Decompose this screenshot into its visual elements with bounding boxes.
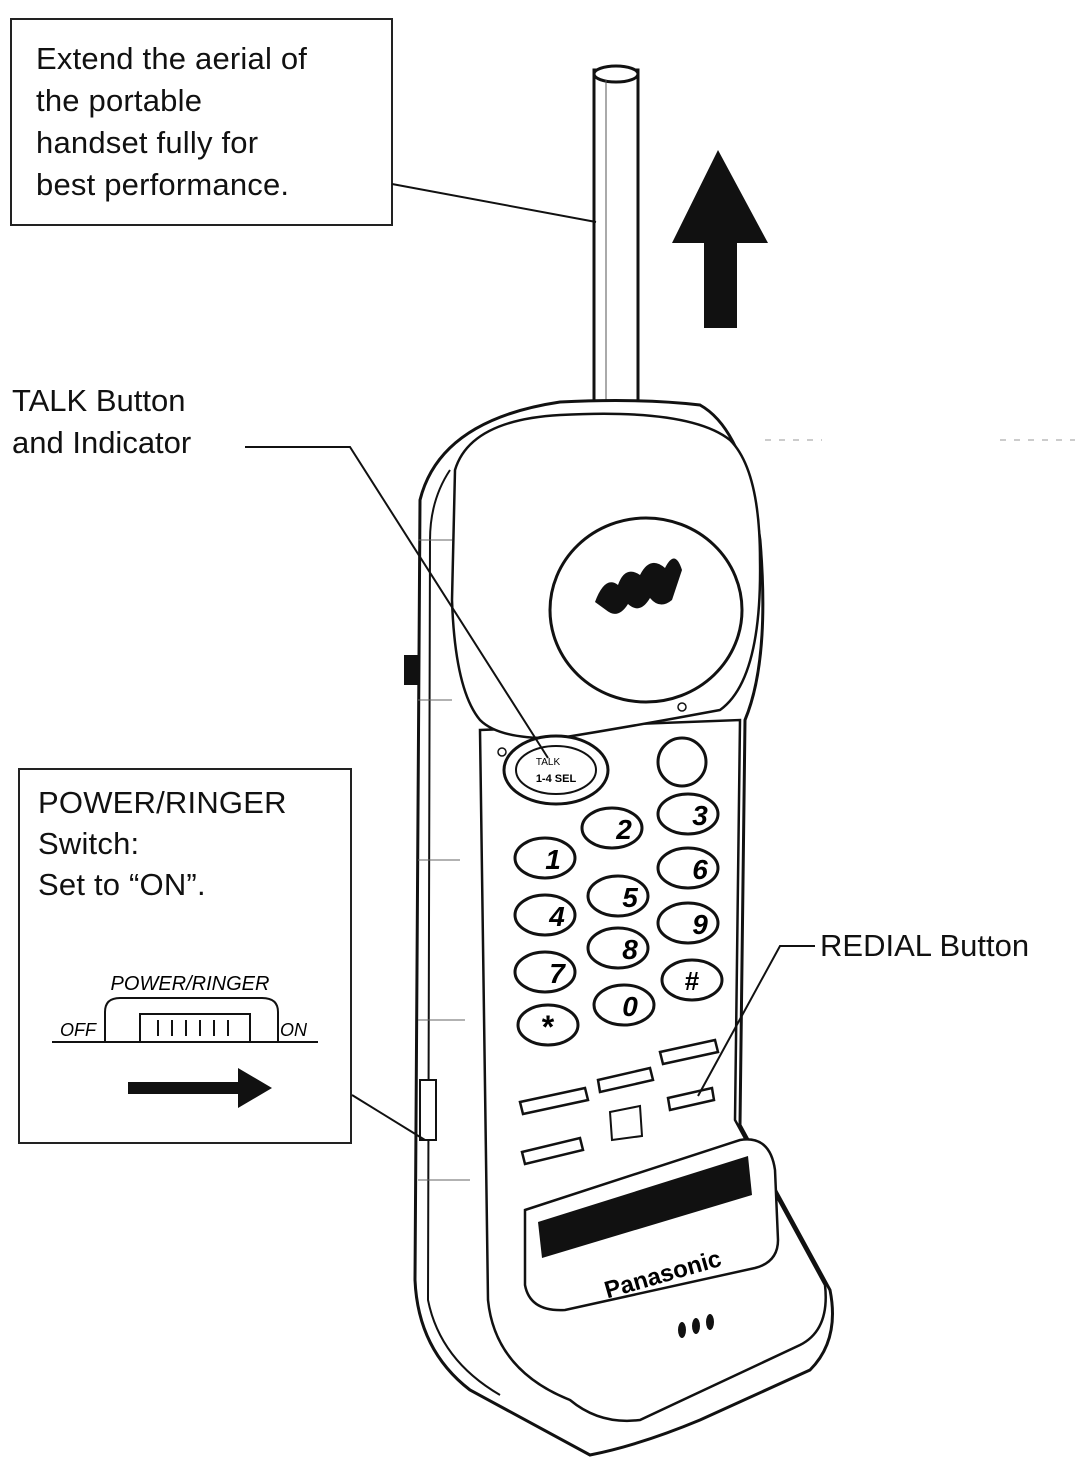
flash-button[interactable] — [520, 1136, 585, 1166]
power-callout-line: Switch: — [38, 826, 140, 861]
key-3[interactable] — [656, 792, 720, 836]
key-pound-label: # — [685, 966, 700, 996]
key-9[interactable] — [656, 901, 720, 945]
switch-title: POWER/RINGER — [111, 973, 270, 995]
auto-button[interactable] — [518, 1086, 590, 1116]
switch-off-label: OFF — [60, 1020, 97, 1040]
key-star[interactable] — [516, 1003, 580, 1047]
key-6[interactable] — [656, 846, 720, 890]
microphone-holes — [678, 1314, 714, 1338]
display-panel: Panasonic — [523, 1138, 780, 1312]
slide-right-arrow-icon — [128, 1068, 272, 1108]
talk-key-label: TALK — [536, 757, 561, 768]
talk-button[interactable]: TALK 1-4 SEL — [497, 734, 610, 806]
key-7[interactable] — [513, 950, 577, 994]
key-1[interactable] — [513, 836, 577, 880]
key-4[interactable] — [513, 893, 577, 937]
key-2-label: 2 — [615, 814, 632, 845]
redial-callout-label: REDIAL Button — [820, 928, 1030, 963]
key-6-label: 6 — [692, 854, 708, 885]
aerial-callout-line: handset fully for — [36, 125, 259, 160]
talk-key-sublabel: 1-4 SEL — [536, 773, 577, 785]
talk-label-line: and Indicator — [12, 425, 192, 460]
aerial-callout-line: best performance. — [36, 167, 290, 202]
mute-button[interactable] — [596, 1066, 655, 1094]
key-3-label: 3 — [692, 800, 708, 831]
power-callout-line: POWER/RINGER — [38, 785, 287, 820]
function-buttons — [518, 1038, 720, 1166]
key-5[interactable] — [586, 874, 650, 918]
redial-button[interactable] — [666, 1086, 716, 1112]
key-pound[interactable] — [660, 958, 724, 1002]
key-7-label: 7 — [549, 958, 566, 989]
aerial-callout-line: the portable — [36, 83, 203, 118]
keypad: 2 3 1 5 6 4 8 9 7 * 0 # — [513, 792, 724, 1047]
volume-switch[interactable] — [608, 1104, 644, 1142]
power-ringer-switch-diagram: POWER/RINGER OFF ON — [52, 973, 318, 1108]
key-8[interactable] — [586, 926, 650, 970]
key-9-label: 9 — [692, 909, 708, 940]
aerial-callout: Extend the aerial of the portable handse… — [10, 18, 393, 226]
switch-on-label: ON — [280, 1020, 308, 1040]
key-8-label: 8 — [622, 934, 638, 965]
aerial-callout-line: Extend the aerial of — [36, 41, 308, 76]
key-0-label: 0 — [622, 991, 638, 1022]
pause-button[interactable] — [658, 1038, 720, 1066]
talk-leader-line — [245, 446, 549, 759]
key-4-label: 4 — [548, 901, 565, 932]
program-button[interactable] — [656, 702, 708, 788]
key-0[interactable] — [592, 983, 656, 1027]
talk-label-line: TALK Button — [12, 383, 186, 418]
power-ringer-callout: POWER/RINGER Switch: Set to “ON”. — [18, 768, 352, 1144]
power-callout-line: Set to “ON”. — [38, 867, 206, 902]
power-leader-line — [351, 1094, 426, 1141]
key-star-label: * — [542, 1009, 555, 1045]
talk-callout-label: TALK Button and Indicator — [12, 380, 191, 464]
handset-body — [404, 399, 1075, 1457]
aerial-leader-line — [391, 183, 597, 223]
power-ringer-slider[interactable] — [139, 1013, 251, 1043]
extend-arrow-icon — [672, 150, 768, 328]
key-1-label: 1 — [545, 844, 561, 875]
key-5-label: 5 — [622, 882, 638, 913]
aerial-antenna — [592, 64, 640, 422]
talk-indicator-light — [497, 747, 507, 757]
key-2[interactable] — [580, 806, 644, 850]
redial-leader-line — [697, 945, 815, 1097]
